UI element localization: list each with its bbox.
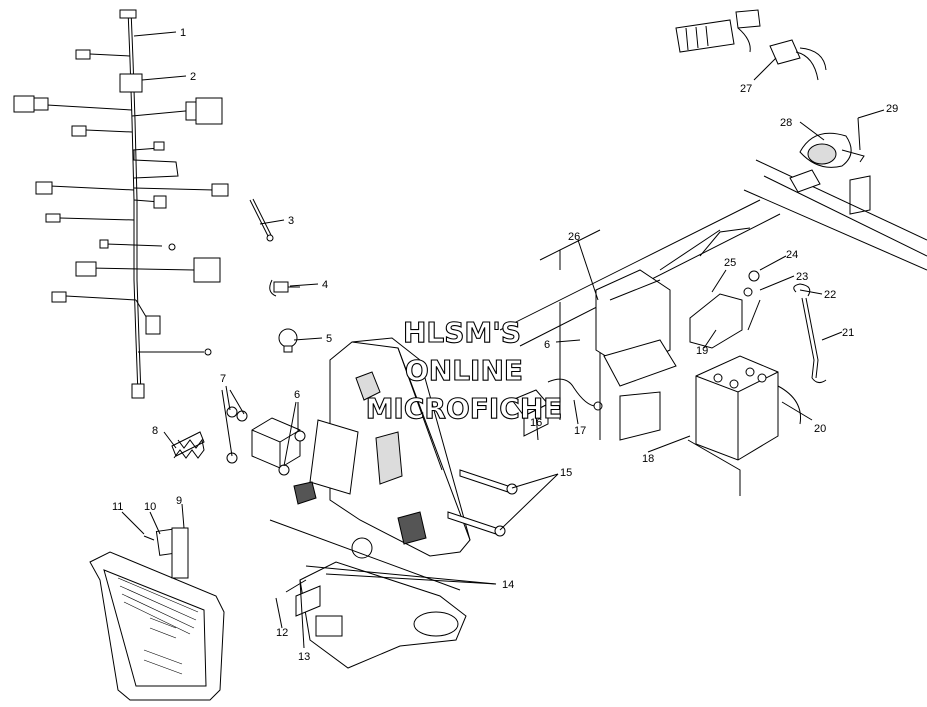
harness-junction xyxy=(119,73,143,93)
callout-26: 26 xyxy=(568,231,580,243)
callout-25: 25 xyxy=(724,257,736,269)
callout-7: 7 xyxy=(220,373,226,385)
callout-1: 1 xyxy=(180,27,186,39)
callout-5: 5 xyxy=(326,333,332,345)
callout-29: 29 xyxy=(886,103,898,115)
watermark-line-3: MICROFICHE xyxy=(366,392,563,425)
callout-6-right: 6 xyxy=(544,339,550,351)
callout-4: 4 xyxy=(322,279,328,291)
callout-15: 15 xyxy=(560,467,572,479)
callout-23: 23 xyxy=(796,271,808,283)
callout-13: 13 xyxy=(298,651,310,663)
leader-lines xyxy=(121,31,885,649)
callout-6: 6 xyxy=(294,389,300,401)
bolts xyxy=(447,469,518,537)
callout-12: 12 xyxy=(276,627,288,639)
wiring-harness xyxy=(13,9,229,399)
battery xyxy=(695,355,779,461)
callout-14: 14 xyxy=(502,579,514,591)
callout-18: 18 xyxy=(642,453,654,465)
callout-10: 10 xyxy=(144,501,156,513)
battery-strap xyxy=(793,283,827,384)
clip-bracket xyxy=(269,279,300,297)
callout-16: 16 xyxy=(530,417,542,429)
watermark: HLSM'S ONLINE MICROFICHE xyxy=(365,315,563,425)
callout-2: 2 xyxy=(190,71,196,83)
spring xyxy=(171,431,205,459)
watermark-line-1: HLSM'S xyxy=(403,316,521,349)
callout-17: 17 xyxy=(574,425,586,437)
sensor-lead xyxy=(249,198,274,242)
handlebar-switch xyxy=(675,9,827,81)
callout-24: 24 xyxy=(786,249,798,261)
callout-21: 21 xyxy=(842,327,854,339)
battery-pad xyxy=(689,293,743,349)
callout-28: 28 xyxy=(780,117,792,129)
grommet xyxy=(278,328,298,353)
horn xyxy=(799,117,865,168)
watermark-line-2: ONLINE xyxy=(405,354,523,387)
callout-11: 11 xyxy=(112,501,123,513)
callout-19: 19 xyxy=(696,345,708,357)
callout-22: 22 xyxy=(824,289,836,301)
callout-3: 3 xyxy=(288,215,294,227)
front-grille xyxy=(89,527,225,701)
callout-9: 9 xyxy=(176,495,182,507)
callout-20: 20 xyxy=(814,423,826,435)
mounting-plate xyxy=(269,337,471,669)
callout-labels: 1 2 3 4 5 6 7 8 9 10 11 12 13 14 15 16 1… xyxy=(112,27,898,663)
callout-8: 8 xyxy=(152,425,158,437)
battery-assembly xyxy=(687,270,802,496)
frame xyxy=(499,159,927,441)
callout-27: 27 xyxy=(740,83,752,95)
